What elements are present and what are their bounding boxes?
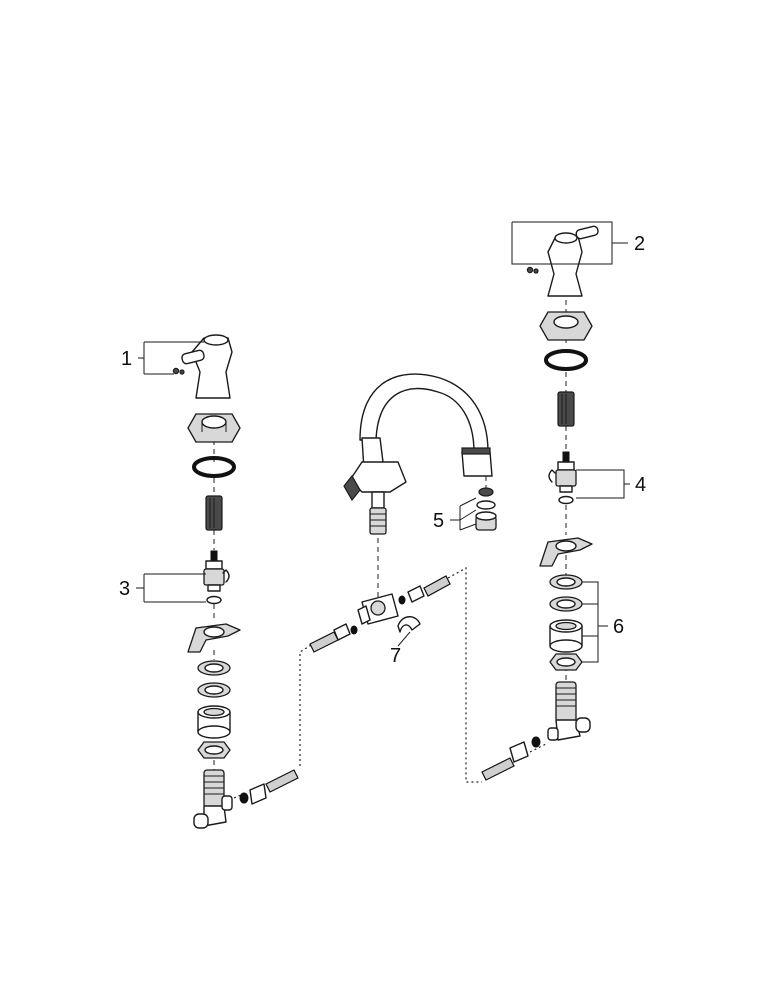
left-washers (197, 660, 231, 759)
callout-3: 3 (119, 578, 130, 600)
left-escutcheon (187, 413, 241, 443)
right-valve-body (531, 681, 591, 748)
left-o-ring (192, 456, 236, 478)
left-mounting-clip (187, 623, 241, 653)
alignment-lines (213, 300, 567, 799)
right-spindle-extension (557, 391, 575, 427)
center-hoses (309, 575, 451, 653)
spout (343, 373, 493, 535)
callout-leaders (136, 221, 630, 663)
left-handle (172, 334, 233, 399)
right-o-ring (544, 349, 588, 371)
aerator-parts (475, 487, 497, 531)
right-cartridge (548, 451, 577, 505)
callout-6: 6 (613, 616, 624, 638)
right-mounting-clip (539, 537, 593, 567)
callout-2: 2 (634, 233, 645, 255)
right-handle (526, 225, 599, 297)
right-washers (549, 574, 583, 671)
right-escutcheon (539, 311, 593, 341)
left-spindle-extension (205, 495, 223, 531)
callout-4: 4 (635, 474, 646, 496)
clip-7 (397, 616, 421, 633)
callout-5: 5 (433, 510, 444, 532)
callout-7: 7 (390, 645, 401, 667)
right-hose (481, 741, 529, 781)
left-valve-body (193, 769, 267, 829)
callout-labels: 1 2 3 4 5 6 7 (119, 233, 646, 667)
left-cartridge (203, 550, 230, 605)
left-hose (265, 769, 299, 793)
tee-connector (350, 593, 406, 635)
callout-1: 1 (121, 348, 132, 370)
